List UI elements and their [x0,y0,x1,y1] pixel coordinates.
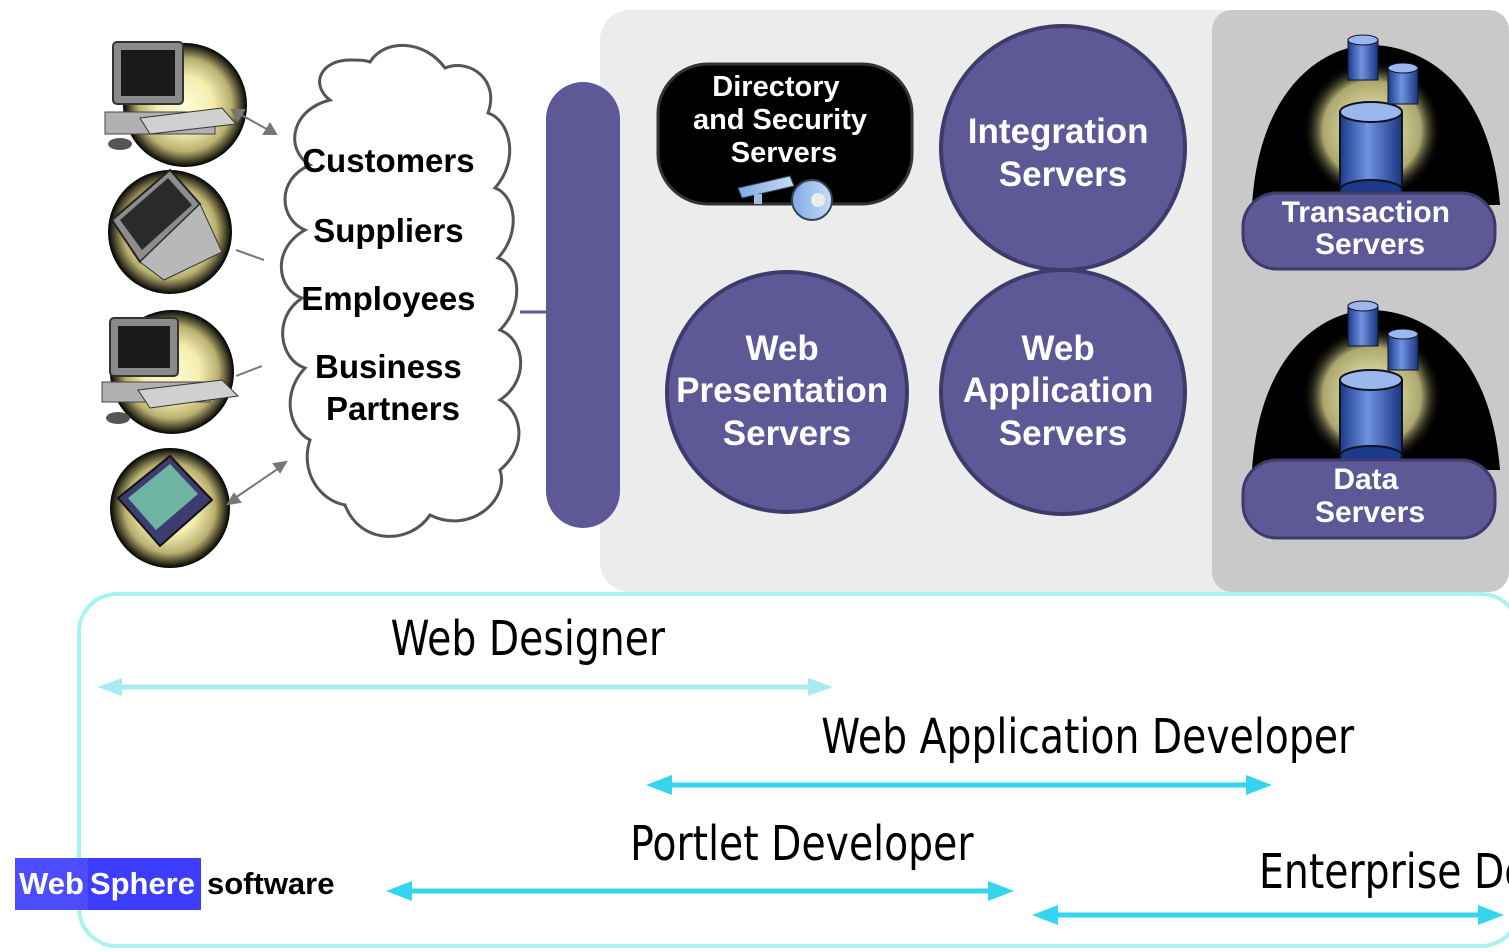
directory-label-line1: Directory [712,71,839,103]
portlet-developer-span-arrow [386,881,1014,901]
role-web-application-developer: Web Application Developer [821,709,1355,765]
roles-frame [77,592,1509,948]
integration-server: Integration Servers [939,24,1187,272]
web-application-label-line1: Web [1022,329,1095,368]
integration-label-line2: Servers [999,155,1127,194]
data-server: Data Servers [1241,300,1500,540]
desktop-computer-icon [101,310,240,434]
transaction-label-line2: Servers [1315,228,1425,261]
desktop-computer-icon [104,41,247,167]
transaction-label-line1: Transaction [1282,196,1450,229]
role-enterprise-developer: Enterprise Developer [1259,844,1509,900]
role-web-designer: Web Designer [391,611,666,667]
svg-text:Transaction Servers: Transaction Servers [1282,196,1459,261]
audience-employees: Employees [301,280,475,317]
directory-label-line3: Servers [731,137,837,169]
web-presentation-label-line1: Web [746,329,819,368]
svg-text:Directory and Security: Directory and Security Servers [693,71,875,169]
svg-text:Web Presentation S: Web Presentation Servers [676,329,898,453]
data-label-line2: Servers [1315,496,1425,529]
web-presentation-label-line3: Servers [723,414,851,453]
svg-text:Data Servers: Data Servers [1315,463,1425,529]
enterprise-developer-span-arrow [1032,905,1504,925]
audience-business: Business [315,348,462,385]
web-presentation-label-line2: Presentation [676,371,888,410]
web-designer-span-arrow [97,678,833,696]
database-icon [1302,34,1442,201]
audience-cloud [279,43,523,538]
web-application-server: Web Application Servers [939,268,1187,516]
device-link-arrows [226,109,288,506]
audience-customers: Customers [302,142,474,179]
integration-label-line1: Integration [968,112,1149,151]
svg-text:Customers Suppliers Em: Customers Suppliers Employees Business P… [301,142,484,427]
directory-security-server: Directory and Security Servers [656,62,914,221]
data-label-line1: Data [1333,463,1398,496]
key-icon [737,175,833,221]
audience-partners: Partners [326,390,460,427]
web-application-developer-span-arrow [646,775,1272,795]
svg-text:Web Application Se: Web Application Servers [963,329,1163,453]
role-portlet-developer: Portlet Developer [630,816,974,872]
network-bus [546,82,620,528]
web-presentation-server: Web Presentation Servers [665,270,909,514]
pda-icon [110,448,230,568]
logo-software: software [207,866,335,901]
audience-suppliers: Suppliers [313,212,463,249]
logo-web: Web [15,858,88,910]
svg-text:Integration Servers: Integration Servers [968,112,1159,194]
logo-sphere: Sphere [87,858,201,910]
web-application-label-line2: Application [963,371,1154,410]
laptop-icon [108,168,232,294]
directory-label-line2: and Security [693,104,867,136]
web-application-label-line3: Servers [999,414,1127,453]
transaction-server: Transaction Servers [1241,34,1500,271]
